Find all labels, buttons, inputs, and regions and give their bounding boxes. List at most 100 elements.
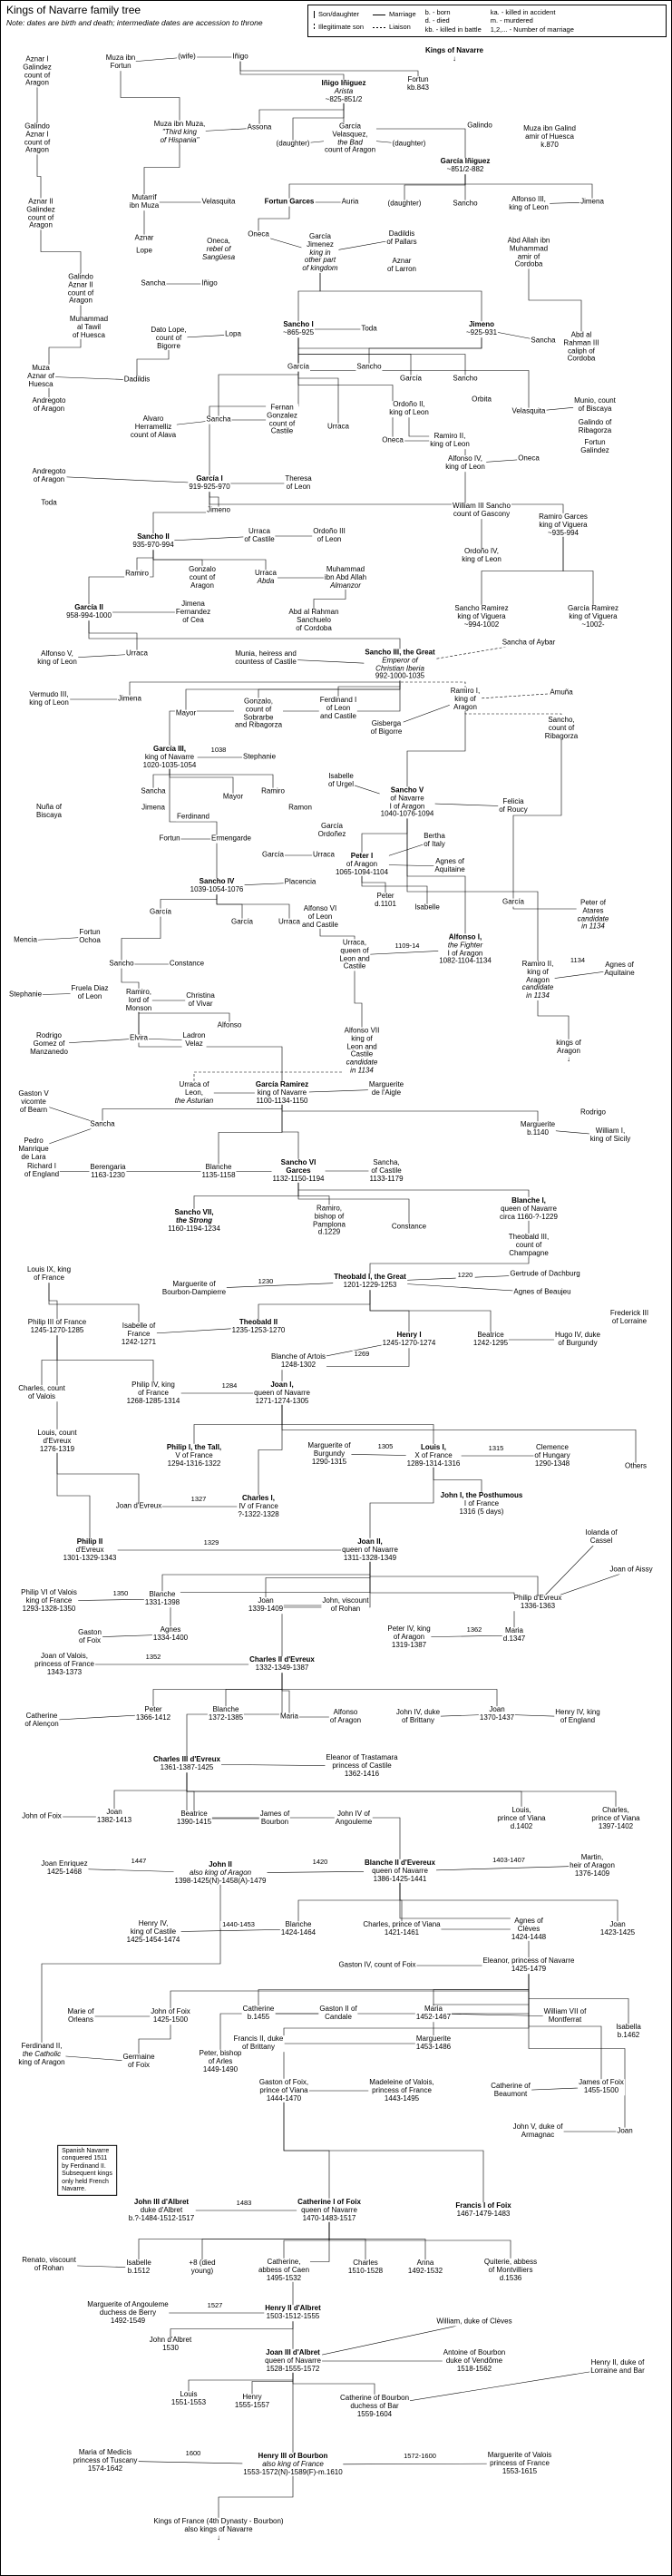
maria-x: Maria (278, 1712, 300, 1722)
oneca-c: Oneca (247, 229, 270, 239)
descent-line (368, 329, 482, 367)
descent-line (283, 1966, 530, 2091)
descent-line (169, 665, 401, 757)
legend-abbr-born: b. - born (424, 8, 451, 16)
yr-1327: 1327 (189, 1494, 209, 1504)
orbita: Orbita (471, 395, 492, 405)
legend-symbols: Son/daughter Illegitimate son (314, 8, 364, 34)
jimena-top: Jimena (579, 197, 605, 207)
marriage-line (40, 376, 138, 381)
charles-i-iv: Charles I,IV of France?-1322-1328 (237, 1493, 280, 1519)
descent-line (369, 1456, 434, 1550)
alfonso-o: Alfonso (216, 1020, 243, 1030)
alfonso-v-leon: Alfonso V,king of Leon (36, 649, 78, 667)
yr-1315: 1315 (486, 1443, 506, 1453)
garcia-iniguez: García Iñiguez~851/2-882 (439, 157, 492, 174)
descent-line (406, 803, 539, 981)
yr-1220: 1220 (455, 1270, 475, 1280)
descent-line (138, 1000, 283, 1093)
joan-armagnac: Joan (616, 2126, 634, 2136)
ordono-ii-leon: Ordoño II,king of Leon (388, 400, 430, 417)
others-t: Others (623, 1461, 648, 1471)
descent-line (406, 803, 466, 950)
alfonso-iv-leon: Alfonso IV,king of Leon (444, 454, 486, 472)
mayor-l: Mayor (221, 792, 245, 802)
descent-line (121, 912, 161, 964)
legend-item-marriage: Marriage (373, 10, 416, 18)
amuna: Amuña (549, 688, 574, 698)
descent-line (283, 2091, 484, 2210)
ramiro-ii-leon: Ramiro II,king of Leon (429, 432, 471, 449)
sancha-aybar: Sancha of Aybar (501, 638, 557, 648)
descent-line (562, 525, 594, 617)
footer-label: Kings of France (4th Dynasty - Bourbon)a… (152, 2516, 285, 2542)
garcia-e1: García (286, 362, 311, 372)
descent-line (464, 166, 593, 202)
illegitimate-line-icon (314, 24, 315, 32)
descent-line (41, 1327, 58, 1393)
page-title: Kings of Navarre family tree (6, 4, 141, 16)
lope-c: Lope (135, 246, 153, 256)
descent-line (258, 1393, 283, 1507)
william-cleves: William, duke of Clèves (435, 2317, 513, 2327)
garcia-m3: García (501, 897, 526, 907)
wife: (wife) (177, 52, 197, 62)
sancha-f: Sancha (205, 415, 232, 424)
descent-line (369, 1550, 515, 1635)
yr-1269: 1269 (352, 1349, 372, 1359)
descent-line (528, 1966, 626, 2132)
daughter-1: (daughter) (275, 139, 311, 149)
yr-1362: 1362 (464, 1625, 484, 1634)
jimena-k: Jimena (117, 694, 142, 704)
urraca-m: Urraca (277, 917, 302, 927)
descent-line (120, 63, 180, 132)
ramiro-h: Ramiro (124, 569, 150, 579)
legend-liaison-label: Liaison (389, 23, 411, 32)
